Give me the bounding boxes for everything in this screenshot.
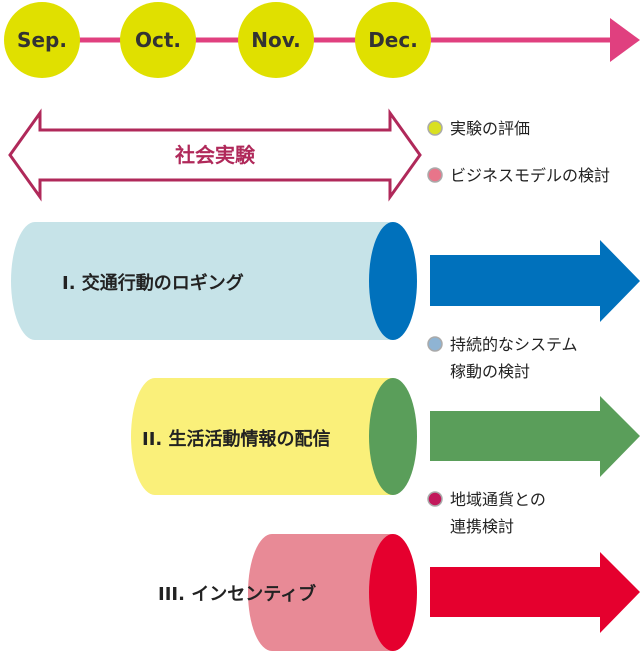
month-label: Nov. [251, 28, 300, 52]
bullet-icon [427, 120, 443, 136]
phase-label: III. インセンティブ [158, 583, 316, 605]
phase-label: II. 生活活動情報の配信 [142, 428, 331, 450]
legend-label: 持続的なシステム [450, 335, 578, 354]
timeline-arrowhead [610, 18, 640, 62]
phase-2: II. 生活活動情報の配信 [131, 378, 640, 495]
bullet-icon [427, 167, 443, 183]
timeline: Sep. Oct. Nov. Dec. [4, 2, 640, 78]
legend-item-0: 実験の評価 [427, 119, 530, 138]
month-circle [355, 2, 431, 78]
social-experiment: 社会実験 [8, 108, 422, 202]
bullet-icon [427, 336, 443, 352]
month-circle [4, 2, 80, 78]
legend-label: 地域通貨との [450, 490, 546, 509]
month-oct: Oct. [120, 2, 196, 78]
cylinder-body [11, 222, 393, 340]
phase-1: I. 交通行動のロギング [11, 222, 640, 340]
cylinder-end [369, 222, 417, 340]
month-dec: Dec. [355, 2, 431, 78]
arrow-right-icon [430, 240, 640, 322]
month-label: Oct. [135, 28, 181, 52]
cylinder-end [369, 534, 417, 651]
month-label: Sep. [17, 28, 67, 52]
month-sep: Sep. [4, 2, 80, 78]
legend-item-3: 地域通貨との 連携検討 [427, 490, 546, 536]
legend-item-2: 持続的なシステム 稼動の検討 [427, 335, 578, 381]
legend-label: ビジネスモデルの検討 [450, 166, 610, 185]
legend-label: 連携検討 [450, 517, 514, 536]
bullet-icon [427, 491, 443, 507]
month-nov: Nov. [238, 2, 314, 78]
phase-label: I. 交通行動のロギング [62, 272, 244, 294]
cylinder-end [369, 378, 417, 495]
double-arrow [8, 108, 422, 202]
phase-3: III. インセンティブ [158, 534, 640, 651]
legend-label: 実験の評価 [450, 119, 530, 138]
legend-item-1: ビジネスモデルの検討 [427, 166, 610, 185]
social-experiment-label: 社会実験 [174, 143, 256, 167]
month-circle [238, 2, 314, 78]
legend-label: 稼動の検討 [450, 362, 530, 381]
arrow-right-icon [430, 552, 640, 633]
month-label: Dec. [368, 28, 418, 52]
cylinder-body [131, 378, 393, 495]
month-circle [120, 2, 196, 78]
arrow-right-icon [430, 396, 640, 477]
cylinder-body [248, 534, 393, 651]
